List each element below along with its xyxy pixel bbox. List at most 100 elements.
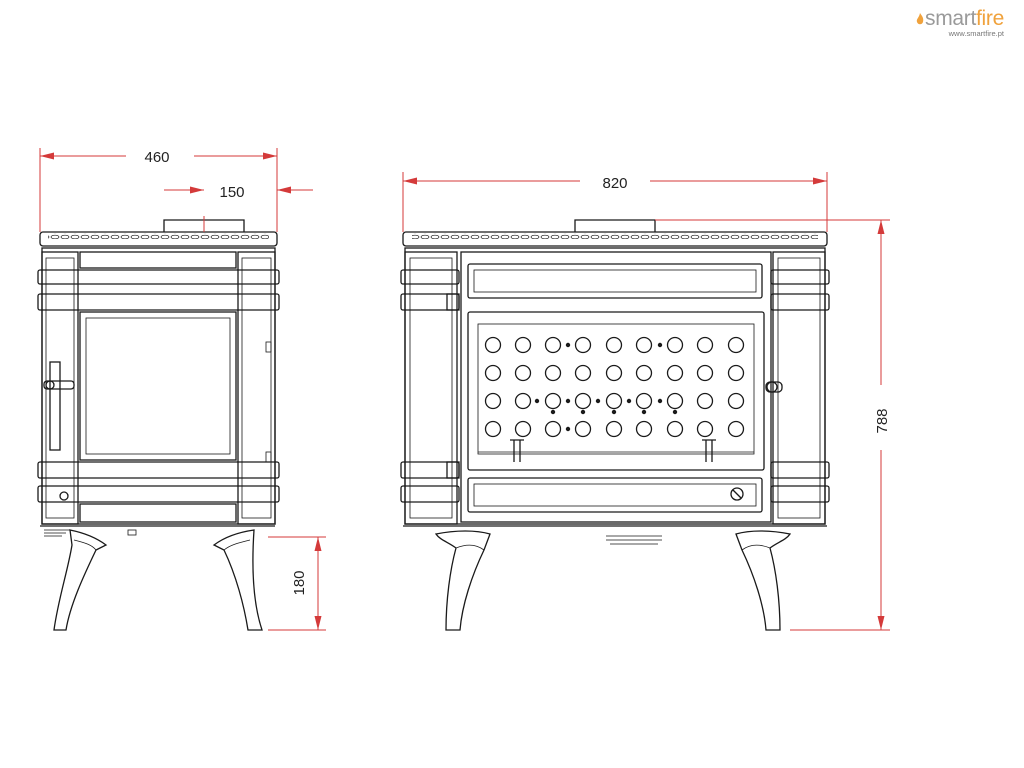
dimension-180-label: 180 [291,570,308,595]
front-left-band-1 [400,269,460,285]
door-hole [666,336,684,354]
side-hinge-top [265,341,272,353]
door-hole [635,392,653,410]
front-left-pillar-inner [409,257,453,519]
door-screw-dot [611,409,617,415]
door-hole [605,336,623,354]
side-band-1 [37,269,280,285]
front-door-handle-pivot [766,381,778,393]
door-hole [635,336,653,354]
front-right-pillar [772,251,826,525]
door-hole [727,392,745,410]
side-left-pillar [41,251,79,525]
door-screw-dot [550,409,556,415]
dimension-820: 820 [402,172,828,232]
door-hole [696,364,714,382]
dimension-150-label: 150 [219,184,244,201]
front-ash-tray [606,535,662,545]
front-top-plate [402,231,828,247]
door-hole [544,364,562,382]
door-hole [727,364,745,382]
dimension-788: 788 [655,219,891,631]
door-hole [574,336,592,354]
side-bottom-tab [127,529,137,536]
dimension-150: 150 [164,184,313,232]
door-hole [514,420,532,438]
door-hole [574,392,592,410]
front-ash-door [467,477,763,513]
side-leg-right-detail [223,539,251,551]
front-top-ornament [412,233,818,239]
door-hole [666,420,684,438]
side-top-ornament [48,233,269,239]
front-left-band-4 [400,485,460,503]
door-hole [514,392,532,410]
door-screw-dot [565,342,571,348]
door-screw-dot [641,409,647,415]
door-hole [605,392,623,410]
door-hole [484,364,502,382]
side-band-4 [37,485,280,503]
door-hole [544,336,562,354]
front-leg-right [735,530,792,631]
door-screw-dot [626,398,632,404]
side-right-pillar-inner [241,257,272,519]
front-hinge-top [446,293,460,311]
side-main-panel-inner [85,317,231,455]
side-handle-pivot [45,380,55,390]
brand-logo: smartfire www.smartfire.pt [916,8,1004,38]
dimension-460: 460 [39,148,278,232]
door-screw-dot [657,342,663,348]
front-upper-panel-inner [473,269,757,293]
front-door-inner [477,323,755,455]
door-hole [574,364,592,382]
side-right-pillar [237,251,276,525]
door-screw-dot [565,426,571,432]
dimension-788-label: 788 [874,408,891,433]
door-hole [605,364,623,382]
door-hole [727,336,745,354]
door-hole [484,336,502,354]
side-leg-right [212,529,263,631]
door-hole [696,336,714,354]
door-screw-dot [534,398,540,404]
front-leg-left [434,530,491,631]
side-top-plate [39,231,278,247]
door-hole [514,364,532,382]
air-control-slot [732,489,742,499]
side-hinge-bottom [265,451,272,463]
front-upper-panel [467,263,763,299]
door-screw-dot [595,398,601,404]
door-hole [635,364,653,382]
front-view [400,219,830,631]
brand-name-part1: smart [925,7,977,30]
front-hinge-bottom [446,461,460,479]
side-band-2 [37,293,280,311]
front-center-frame [460,251,772,523]
door-screw-dot [672,409,678,415]
front-grate-left [510,439,524,462]
front-flue-collar [574,219,656,232]
door-hole [484,392,502,410]
door-hole [605,420,623,438]
door-screw-dot [580,409,586,415]
dimension-180: 180 [268,536,326,631]
flame-icon [916,13,924,25]
door-hole [574,420,592,438]
door-hole [484,420,502,438]
side-leg-left-detail [73,539,97,551]
side-main-panel [79,311,237,461]
door-screw-dot [565,398,571,404]
side-band-3 [37,461,280,479]
door-hole [544,420,562,438]
front-grate-right [702,439,716,462]
front-ash-door-inner [473,483,757,507]
side-handle-bar [49,361,61,451]
side-body [41,247,276,525]
door-hole [696,420,714,438]
brand-url: www.smartfire.pt [948,29,1004,38]
front-right-pillar-inner [777,257,821,519]
door-screw-dot [657,398,663,404]
dimension-460-label: 460 [144,149,169,166]
